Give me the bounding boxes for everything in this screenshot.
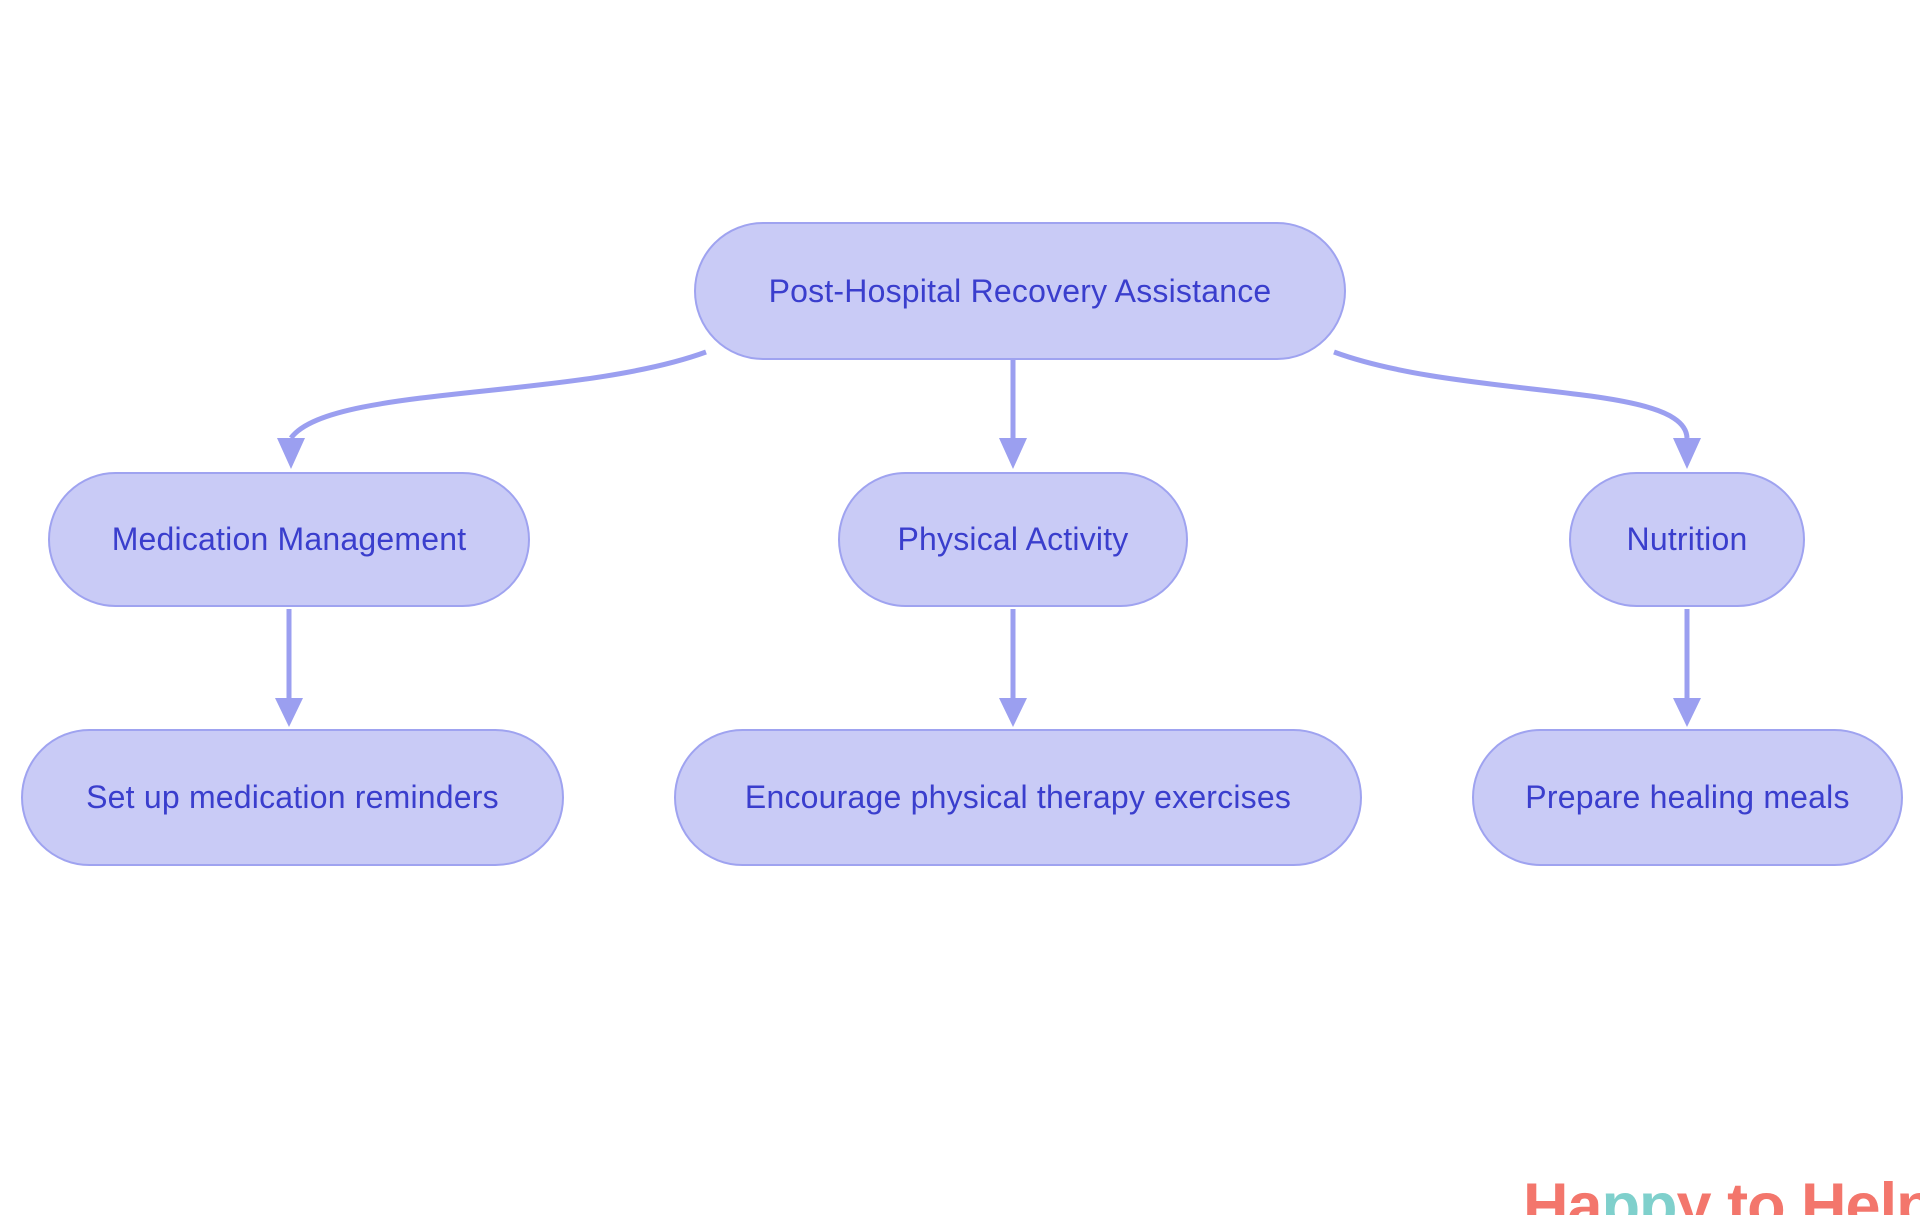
node-encourage-physical-therapy-exercises: Encourage physical therapy exercises xyxy=(674,729,1362,866)
node-label: Physical Activity xyxy=(897,521,1129,557)
arrowhead-set-up-medication-reminders xyxy=(275,698,303,727)
node-label: Medication Management xyxy=(111,521,467,557)
edge-root-to-nutrition xyxy=(1333,349,1690,439)
node-set-up-medication-reminders: Set up medication reminders xyxy=(21,729,564,866)
arrowhead-medication-management xyxy=(277,438,305,469)
node-physical-activity: Physical Activity xyxy=(838,472,1188,607)
node-medication-management: Medication Management xyxy=(48,472,530,607)
node-post-hospital-recovery-assistance: Post-Hospital Recovery Assistance xyxy=(694,222,1346,360)
node-label: Encourage physical therapy exercises xyxy=(744,779,1292,815)
logo-text-y-to-help: y to Help xyxy=(1676,1171,1920,1215)
node-prepare-healing-meals: Prepare healing meals xyxy=(1472,729,1903,866)
node-label: Post-Hospital Recovery Assistance xyxy=(768,272,1272,309)
node-nutrition: Nutrition xyxy=(1569,472,1805,607)
logo-text-ha: Ha xyxy=(1523,1171,1603,1215)
arrowhead-prepare-healing-meals xyxy=(1673,698,1701,727)
node-label: Nutrition xyxy=(1626,521,1748,557)
arrowhead-physical-activity xyxy=(999,438,1027,469)
node-label: Set up medication reminders xyxy=(86,779,499,815)
arrowhead-encourage-exercises xyxy=(999,698,1027,727)
logo-text-pp-smiley: pp xyxy=(1601,1171,1678,1215)
edge-root-to-medication-management xyxy=(288,349,707,440)
node-label: Prepare healing meals xyxy=(1525,779,1850,815)
arrowhead-nutrition xyxy=(1673,438,1701,469)
